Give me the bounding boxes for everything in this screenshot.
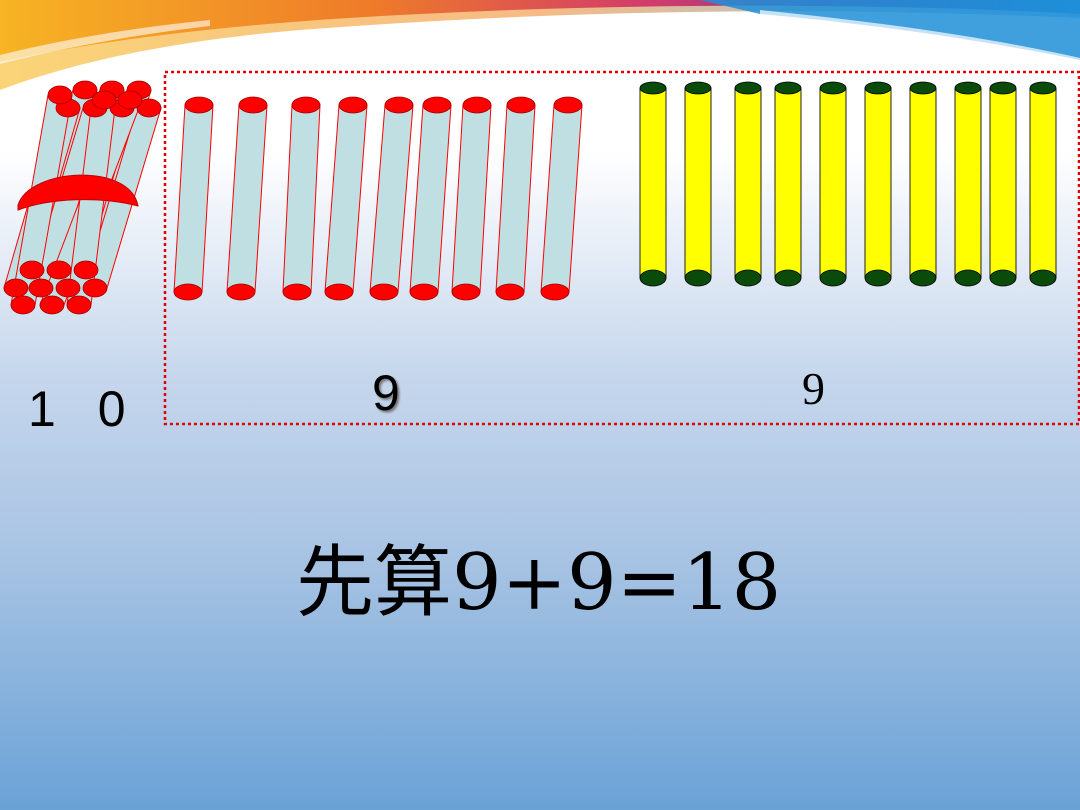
blue-stick	[495, 96, 536, 301]
yellow-stick	[989, 81, 1017, 287]
bundle-count-label: 1 0	[28, 381, 140, 437]
blue-stick	[369, 96, 414, 301]
bundle-stick-top-end	[136, 98, 162, 118]
yellow-stick	[909, 81, 937, 287]
yellow-stick	[819, 81, 847, 287]
bundle-stick-bottom-end	[66, 295, 92, 315]
yellow-stick	[734, 81, 762, 287]
bundle-stick-bottom-end	[10, 295, 36, 315]
yellow-stick	[639, 81, 667, 287]
bundle-stick-bottom-end	[39, 295, 65, 315]
blue-stick	[324, 96, 368, 301]
bundle-stick-bottom-end	[28, 278, 54, 298]
blue-stick	[282, 96, 321, 301]
bundle-stick-top-end	[72, 80, 98, 100]
bundle-stick-bottom-end	[46, 260, 72, 280]
bundle-tie-band	[17, 174, 139, 211]
yellow-stick	[774, 81, 802, 287]
equation-text: 先算9+9=18	[296, 538, 782, 628]
blue-stick	[409, 96, 452, 301]
blue-sticks-count-label: 9	[372, 365, 400, 421]
yellow-stick	[684, 81, 712, 287]
bundle-stick-bottom-end	[82, 278, 108, 298]
yellow-stick	[864, 81, 892, 287]
bundle-stick-top-end	[47, 85, 73, 105]
dashed-group-box	[163, 70, 1080, 426]
ten-stick-bundle	[3, 80, 162, 315]
blue-stick	[540, 96, 583, 301]
top-ribbon-decoration	[0, 0, 1080, 90]
yellow-stick	[1029, 81, 1057, 287]
blue-stick-group	[173, 96, 583, 301]
blue-stick	[226, 96, 268, 301]
bundle-stick-top-end	[91, 90, 117, 110]
bundle-stick-bottom-end	[73, 260, 99, 280]
bundle-stick-bottom-end	[19, 260, 45, 280]
bundle-stick-top-end	[117, 90, 143, 110]
yellow-stick-group	[639, 81, 1057, 287]
blue-stick	[173, 96, 214, 301]
bundle-stick-bottom-end	[55, 278, 81, 298]
yellow-sticks-count-label: 9	[802, 363, 825, 414]
yellow-stick	[954, 81, 982, 287]
blue-stick	[451, 96, 492, 301]
bundle-stick-bottom-end	[3, 278, 29, 298]
